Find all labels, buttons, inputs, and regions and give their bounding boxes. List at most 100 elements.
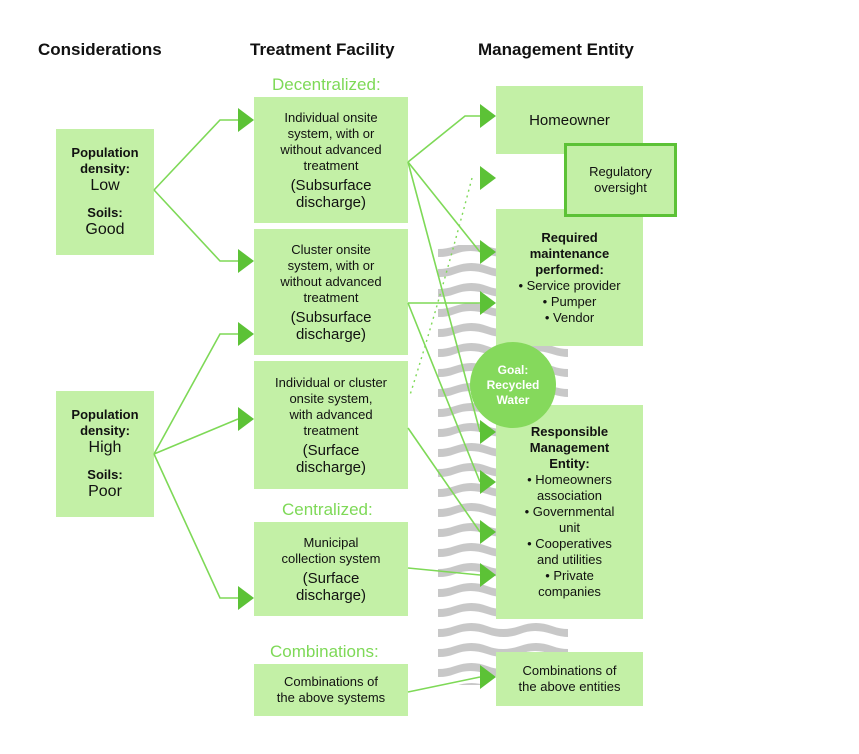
connector-line bbox=[153, 119, 238, 191]
population-label-2: Population bbox=[71, 407, 139, 422]
arrowhead bbox=[480, 291, 496, 315]
arrowhead bbox=[480, 166, 496, 190]
facility-line: Individual onsite bbox=[284, 109, 378, 125]
responsible-item: • Homeowners bbox=[527, 472, 612, 487]
facility-line: Combinations of bbox=[284, 674, 378, 689]
arrowhead bbox=[238, 407, 254, 431]
responsible-title: Management bbox=[529, 440, 610, 455]
regulatory-oversight-box: Regulatory oversight bbox=[564, 143, 677, 217]
connector-line bbox=[153, 453, 238, 599]
entity-homeowner: Homeowner bbox=[496, 86, 643, 154]
density-value-2: High bbox=[88, 439, 122, 456]
facility-line: Municipal bbox=[303, 534, 359, 550]
responsible-item: association bbox=[536, 488, 603, 503]
responsible-title: Entity: bbox=[549, 456, 590, 471]
arrowhead bbox=[238, 249, 254, 273]
arrowhead bbox=[480, 104, 496, 128]
soils-value-1: Good bbox=[85, 221, 125, 238]
facility-discharge: discharge) bbox=[295, 325, 367, 343]
facility-cluster-onsite: Cluster onsite system, with or without a… bbox=[254, 229, 408, 355]
soils-label-2: Soils: bbox=[87, 467, 123, 482]
regulatory-line: Regulatory bbox=[589, 164, 652, 179]
header-considerations: Considerations bbox=[38, 40, 162, 59]
population-label-1: Population bbox=[71, 145, 139, 160]
facility-discharge: discharge) bbox=[295, 458, 367, 476]
facility-line: system, with or bbox=[287, 125, 375, 141]
facility-line: without advanced bbox=[280, 273, 382, 289]
soils-value-2: Poor bbox=[88, 483, 122, 500]
connector-line bbox=[407, 161, 481, 253]
facility-discharge: (Surface bbox=[302, 441, 360, 459]
facility-advanced-treatment: Individual or cluster onsite system, wit… bbox=[254, 361, 408, 489]
facility-combinations: Combinations of the above systems bbox=[254, 664, 408, 716]
header-management-entity: Management Entity bbox=[478, 40, 634, 59]
connector-line bbox=[407, 302, 481, 483]
section-combinations: Combinations: bbox=[270, 642, 379, 661]
responsible-item: • Cooperatives bbox=[527, 536, 612, 551]
connector-line bbox=[407, 567, 481, 576]
facility-line: Individual or cluster bbox=[275, 374, 387, 390]
connector-line bbox=[153, 189, 238, 262]
goal-line: Goal: bbox=[497, 362, 529, 377]
facility-line: treatment bbox=[303, 422, 359, 438]
arrowhead bbox=[480, 420, 496, 444]
arrowhead bbox=[238, 586, 254, 610]
entity-combinations: Combinations of the above entities bbox=[496, 652, 643, 706]
entity-combinations-line: Combinations of bbox=[522, 663, 617, 678]
arrowhead bbox=[480, 563, 496, 587]
facility-line: Cluster onsite bbox=[291, 241, 371, 257]
responsible-title: Responsible bbox=[530, 424, 609, 439]
required-title: Required bbox=[541, 229, 598, 245]
arrowhead bbox=[480, 665, 496, 689]
arrowhead bbox=[480, 240, 496, 264]
facility-line: the above systems bbox=[276, 690, 386, 705]
section-centralized: Centralized: bbox=[282, 500, 373, 519]
facility-line: treatment bbox=[303, 157, 359, 173]
regulatory-line: oversight bbox=[594, 180, 647, 195]
goal-line: Recycled bbox=[486, 377, 540, 392]
goal-recycled-water: Goal: Recycled Water bbox=[470, 342, 556, 428]
responsible-item: companies bbox=[538, 584, 601, 599]
required-title: maintenance bbox=[529, 245, 610, 261]
required-item: • Pumper bbox=[542, 293, 597, 309]
header-treatment-facility: Treatment Facility bbox=[250, 40, 395, 59]
connector-line bbox=[407, 427, 481, 533]
facility-discharge: discharge) bbox=[295, 193, 367, 211]
connector-line bbox=[153, 418, 239, 455]
density-value-1: Low bbox=[90, 177, 120, 194]
responsible-item: • Private bbox=[545, 568, 594, 583]
arrowhead bbox=[480, 470, 496, 494]
density-label-2: density: bbox=[80, 423, 130, 438]
consideration-high-density: Population density: High Soils: Poor bbox=[56, 391, 154, 517]
connector-line bbox=[153, 333, 238, 455]
arrowhead bbox=[238, 108, 254, 132]
homeowner-label: Homeowner bbox=[529, 111, 610, 129]
soils-label-1: Soils: bbox=[87, 205, 123, 220]
facility-line: onsite system, bbox=[289, 390, 373, 406]
facility-line: collection system bbox=[281, 550, 381, 566]
facility-line: treatment bbox=[303, 289, 359, 305]
required-item: • Service provider bbox=[518, 277, 621, 293]
responsible-item: and utilities bbox=[536, 552, 603, 567]
facility-individual-onsite: Individual onsite system, with or withou… bbox=[254, 97, 408, 223]
facility-line: with advanced bbox=[289, 406, 373, 422]
arrowhead bbox=[238, 322, 254, 346]
density-label-1: density: bbox=[80, 161, 130, 176]
facility-line: without advanced bbox=[280, 141, 382, 157]
connector-line bbox=[407, 115, 480, 163]
connector-line bbox=[407, 161, 481, 433]
required-title: performed: bbox=[535, 261, 604, 277]
responsible-item: unit bbox=[559, 520, 580, 535]
consideration-low-density: Population density: Low Soils: Good bbox=[56, 129, 154, 255]
entity-responsible-management: Responsible Management Entity: • Homeown… bbox=[496, 405, 643, 619]
facility-discharge: discharge) bbox=[295, 586, 367, 604]
responsible-item: • Governmental bbox=[524, 504, 615, 519]
entity-required-maintenance: Required maintenance performed: • Servic… bbox=[496, 209, 643, 346]
arrowhead bbox=[480, 520, 496, 544]
goal-line: Water bbox=[496, 392, 530, 407]
facility-discharge: (Subsurface bbox=[290, 176, 372, 194]
connector-line bbox=[407, 676, 481, 693]
regulatory-dotted-line bbox=[409, 177, 473, 396]
section-decentralized: Decentralized: bbox=[272, 75, 381, 94]
